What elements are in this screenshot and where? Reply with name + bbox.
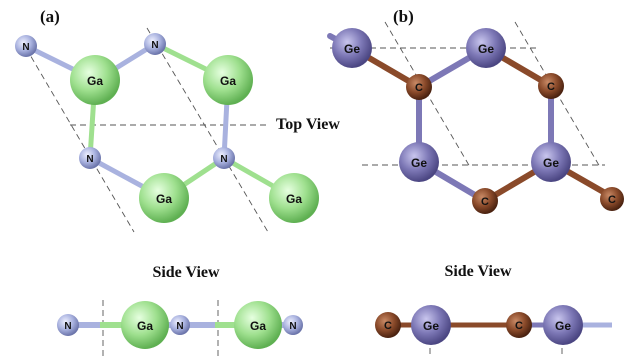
atom-n: N	[144, 33, 166, 55]
panel-label-b: (b)	[393, 7, 414, 26]
svg-text:N: N	[289, 321, 296, 332]
atoms-a: N N Ga Ga N N Ga Ga	[15, 33, 319, 223]
atom-ga: Ga	[203, 55, 253, 105]
side-view-b: C Ge C Ge	[375, 305, 612, 345]
unit-cell-a	[25, 27, 269, 233]
atom-c: C	[406, 74, 432, 100]
atom-ga: Ga	[139, 173, 189, 223]
atom-ge: Ge	[531, 142, 571, 182]
svg-text:C: C	[415, 82, 423, 94]
svg-text:Ge: Ge	[423, 319, 439, 333]
atom-ga: Ga	[234, 301, 282, 349]
atom-ge: Ge	[466, 28, 506, 68]
svg-text:C: C	[547, 81, 555, 93]
atom-ga: Ga	[121, 301, 169, 349]
atoms-b: Ge Ge C C Ge Ge C C	[332, 28, 624, 214]
svg-text:Ga: Ga	[156, 192, 172, 206]
svg-text:C: C	[384, 320, 392, 332]
side-view-label-a: Side View	[152, 264, 220, 281]
svg-text:Ge: Ge	[344, 42, 360, 56]
atom-ge: Ge	[332, 28, 372, 68]
top-view-label: Top View	[276, 116, 340, 133]
panel-label-a: (a)	[40, 7, 60, 26]
svg-text:Ga: Ga	[87, 74, 103, 88]
atom-ge: Ge	[399, 142, 439, 182]
svg-text:Ga: Ga	[286, 192, 302, 206]
side-view-label-b: Side View	[444, 263, 512, 280]
svg-text:Ge: Ge	[543, 156, 559, 170]
side-view-a: N Ga N Ga N	[57, 301, 303, 349]
atom-n: N	[283, 315, 303, 335]
svg-text:Ga: Ga	[137, 319, 153, 333]
atom-n: N	[15, 35, 37, 57]
svg-text:N: N	[220, 154, 227, 165]
atom-n: N	[170, 315, 190, 335]
atom-ge: Ge	[411, 305, 451, 345]
atom-c: C	[375, 312, 401, 338]
atom-n: N	[213, 147, 235, 169]
svg-text:N: N	[176, 321, 183, 332]
atom-c: C	[538, 73, 564, 99]
svg-text:Ga: Ga	[250, 319, 266, 333]
svg-text:N: N	[22, 42, 29, 53]
atom-ge: Ge	[543, 305, 583, 345]
svg-text:Ge: Ge	[478, 42, 494, 56]
svg-text:N: N	[151, 40, 158, 51]
atom-c: C	[506, 312, 532, 338]
svg-text:Ge: Ge	[411, 156, 427, 170]
atom-c: C	[600, 187, 624, 211]
atom-n: N	[57, 314, 79, 336]
svg-text:C: C	[608, 194, 616, 206]
atom-ga: Ga	[70, 55, 120, 105]
svg-text:C: C	[515, 320, 523, 332]
svg-text:N: N	[86, 154, 93, 165]
svg-text:Ga: Ga	[220, 74, 236, 88]
svg-text:N: N	[64, 321, 71, 332]
atom-n: N	[79, 147, 101, 169]
svg-text:Ge: Ge	[555, 319, 571, 333]
svg-text:C: C	[481, 196, 489, 208]
atom-ga: Ga	[269, 173, 319, 223]
atom-c: C	[472, 188, 498, 214]
